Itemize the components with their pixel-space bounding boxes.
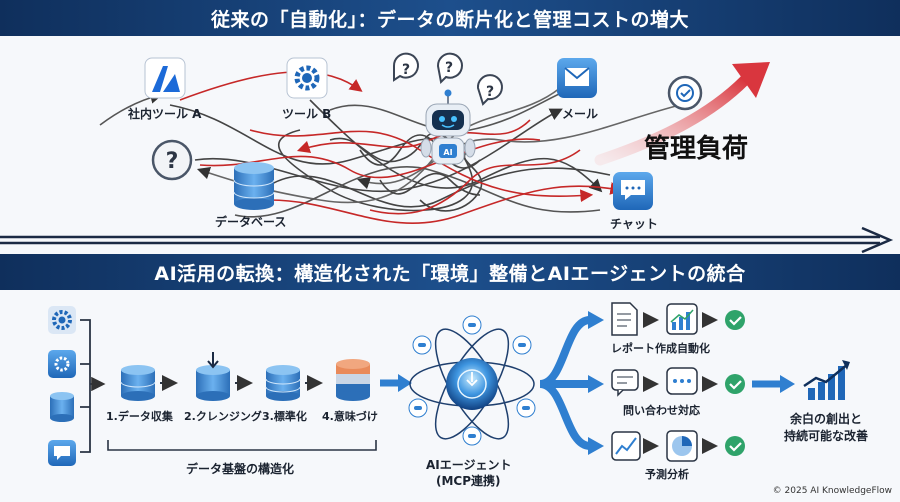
step-label: 4.意味づけ bbox=[322, 410, 378, 423]
to-agent-arrowhead bbox=[398, 374, 412, 392]
step-semantic-icon bbox=[336, 359, 370, 401]
mail-app-icon bbox=[557, 58, 597, 98]
top-banner-title: 従来の「自動化」：データの断片化と管理コストの増大 bbox=[0, 0, 900, 36]
check-bubble-icon bbox=[667, 75, 703, 111]
rising-load-arrow bbox=[594, 62, 770, 166]
svg-text:?: ? bbox=[402, 62, 410, 78]
chat-app-icon bbox=[613, 172, 653, 210]
ai-agent-orbit-icon bbox=[409, 328, 535, 440]
question-bubble-icon: ? bbox=[476, 74, 503, 106]
tool-b-label: ツール B bbox=[282, 107, 332, 121]
svg-text:?: ? bbox=[486, 84, 494, 100]
step-standardize-icon bbox=[265, 365, 301, 401]
step-label: 1.データ収集 bbox=[106, 410, 173, 423]
speech-bubbles-icon bbox=[611, 369, 639, 397]
source-database-icon bbox=[50, 392, 74, 422]
svg-text:AI: AI bbox=[443, 148, 452, 157]
source-gear-icon bbox=[48, 306, 76, 334]
output-label: 予測分析 bbox=[645, 468, 689, 481]
check-circle-icon bbox=[725, 374, 745, 394]
growth-chart-icon bbox=[803, 360, 850, 400]
question-circle-icon: ? bbox=[151, 139, 193, 181]
check-circle-icon bbox=[725, 436, 745, 456]
step-collect-icon bbox=[120, 365, 156, 401]
output-label: 問い合わせ対応 bbox=[623, 404, 700, 417]
trend-chart-icon bbox=[611, 431, 641, 461]
agent-node bbox=[462, 315, 482, 335]
agent-node bbox=[512, 335, 532, 355]
bottom-banner-title: AI活用の転換：構造化された「環境」整備とAIエージェントの統合 bbox=[0, 254, 900, 290]
robot-icon: AI bbox=[420, 89, 476, 165]
svg-text:?: ? bbox=[166, 149, 179, 174]
copyright-text: © 2025 AI KnowledgeFlow bbox=[772, 486, 892, 496]
agent-node bbox=[412, 335, 432, 355]
branch-arrowhead bbox=[588, 375, 604, 393]
chat-reply-icon bbox=[666, 367, 698, 395]
agent-node bbox=[462, 426, 482, 446]
mail-label: メール bbox=[562, 107, 599, 121]
question-bubble-icon: ? bbox=[392, 52, 419, 82]
question-bubble-icon: ? bbox=[436, 52, 463, 85]
to-result-arrowhead bbox=[780, 375, 795, 393]
svg-text:?: ? bbox=[445, 60, 453, 76]
step-label: 2.クレンジング bbox=[184, 410, 262, 423]
tangled-connections bbox=[99, 71, 681, 224]
agent-label: AIエージェント bbox=[426, 458, 512, 472]
line-chart-icon bbox=[666, 303, 698, 335]
database-label: データベース bbox=[215, 215, 287, 229]
source-chat-icon bbox=[48, 440, 76, 466]
branch-arrowhead bbox=[588, 437, 604, 455]
step-cleansing-icon bbox=[196, 352, 230, 401]
gear-app-icon bbox=[286, 57, 328, 99]
foundation-bracket bbox=[107, 440, 377, 451]
agent-node bbox=[408, 398, 428, 418]
source-app-icon bbox=[48, 350, 76, 378]
chat-label: チャット bbox=[610, 217, 658, 231]
pie-chart-icon bbox=[666, 430, 698, 462]
database-cylinder-icon bbox=[233, 162, 275, 210]
output-label: レポート作成自動化 bbox=[611, 342, 710, 355]
step-label: 3.標準化 bbox=[262, 410, 307, 423]
branch-arrowhead bbox=[588, 311, 604, 329]
management-load-text: 管理負荷 bbox=[644, 134, 749, 164]
result-label: 余白の創出と bbox=[790, 412, 863, 426]
branch-arrows bbox=[539, 316, 592, 450]
tool-a-label: 社内ツール A bbox=[128, 107, 202, 121]
section-divider-arrow bbox=[0, 226, 894, 254]
check-circle-icon bbox=[725, 310, 745, 330]
document-icon bbox=[611, 302, 638, 336]
source-bracket bbox=[80, 319, 106, 453]
azure-app-icon bbox=[144, 57, 186, 99]
result-sublabel: 持続可能な改善 bbox=[784, 429, 869, 443]
foundation-label: データ基盤の構造化 bbox=[186, 462, 295, 476]
agent-sublabel: (MCP連携) bbox=[436, 474, 501, 488]
agent-node bbox=[516, 398, 536, 418]
